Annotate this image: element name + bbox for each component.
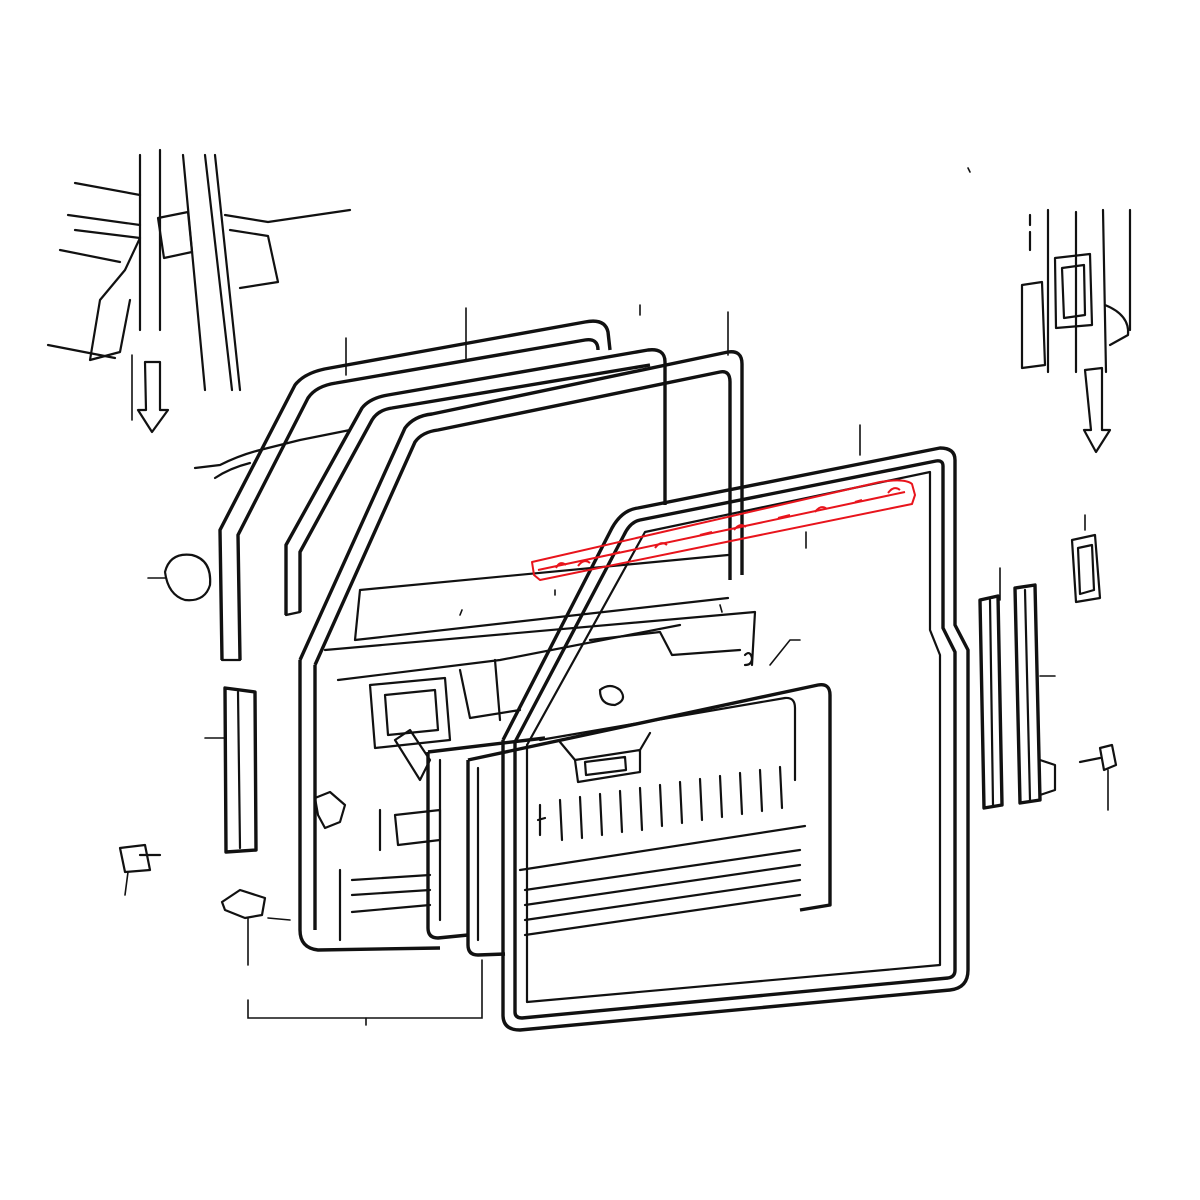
arrow-down-icon — [136, 360, 170, 434]
door-glass-run-channel — [284, 348, 667, 617]
door-vapor-barrier — [426, 736, 546, 940]
wire-harness — [193, 428, 352, 480]
bolts-and-clips — [118, 743, 1118, 1026]
mirror-knob — [147, 553, 212, 602]
highlight-strip — [531, 479, 916, 581]
arrow-down-icon — [1082, 366, 1112, 454]
left-seal-strip — [204, 686, 258, 854]
vertical-seal-strips — [978, 567, 1057, 810]
door-frame-outer-seal — [218, 307, 612, 662]
body-pillar-hinge-view — [46, 148, 352, 434]
lock-pillar-striker-view — [967, 167, 1132, 454]
door-shell — [298, 304, 861, 952]
door-opening-weatherstrip — [501, 446, 970, 1032]
striker-plate — [1070, 514, 1102, 604]
beltline-window-strip-highlighted — [531, 479, 916, 581]
inner-door-trim-panel — [466, 639, 832, 957]
